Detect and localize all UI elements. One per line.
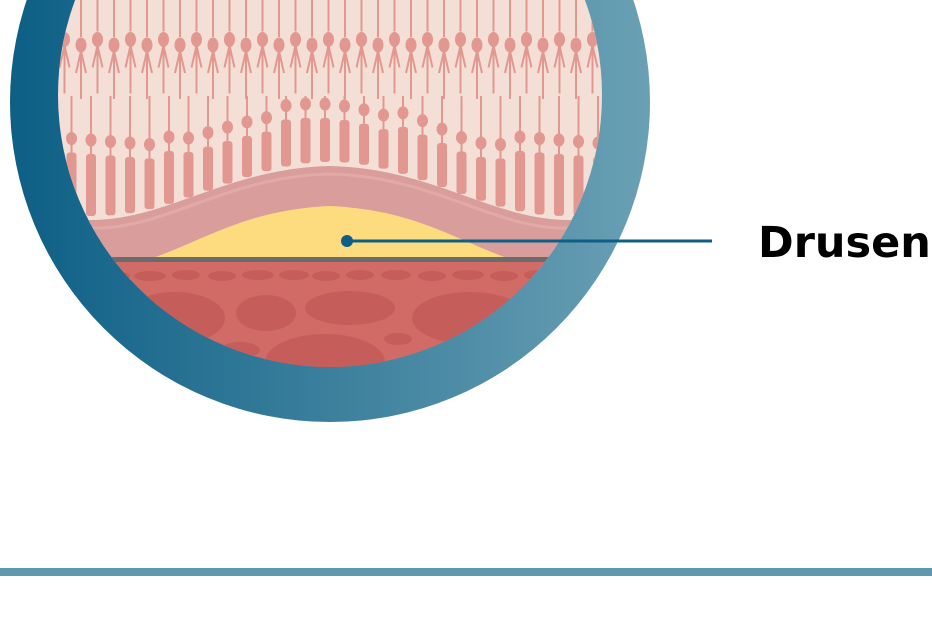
drusen-label: Drusen <box>758 218 931 268</box>
callout-dot <box>341 235 353 247</box>
footer-divider <box>0 568 932 576</box>
